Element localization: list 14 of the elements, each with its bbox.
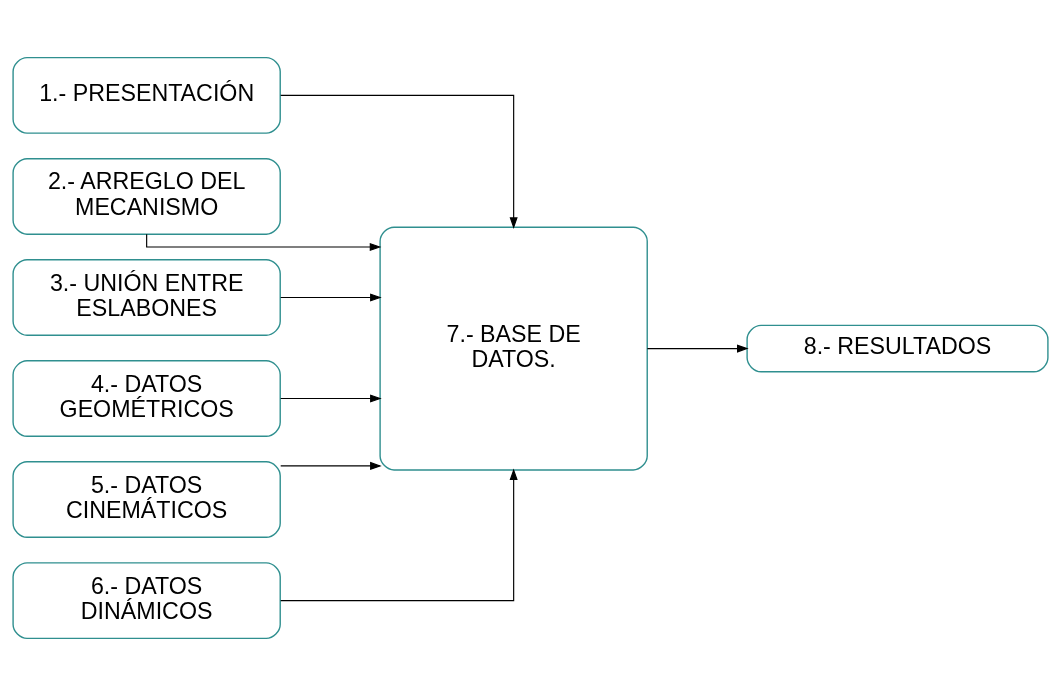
node-box: 2.- ARREGLO DEL MECANISMO [12, 158, 281, 235]
node-box: 3.- UNIÓN ENTRE ESLABONES [12, 259, 281, 336]
node-box: 6.- DATOS DINÁMICOS [12, 562, 281, 640]
node-box: 8.- RESULTADOS [746, 324, 1049, 373]
arrow [280, 468, 518, 602]
node-box: 4.- DATOS GEOMÉTRICOS [12, 360, 281, 437]
node-box: 1.- PRESENTACIÓN [12, 56, 281, 134]
arrow [280, 293, 382, 302]
arrow [280, 94, 518, 229]
arrow [280, 461, 382, 470]
node-box: 5.- DATOS CINEMÁTICOS [12, 461, 281, 538]
arrow [646, 344, 749, 353]
node-box: 7.- BASE DE DATOS. [379, 226, 648, 471]
arrow [280, 394, 382, 403]
